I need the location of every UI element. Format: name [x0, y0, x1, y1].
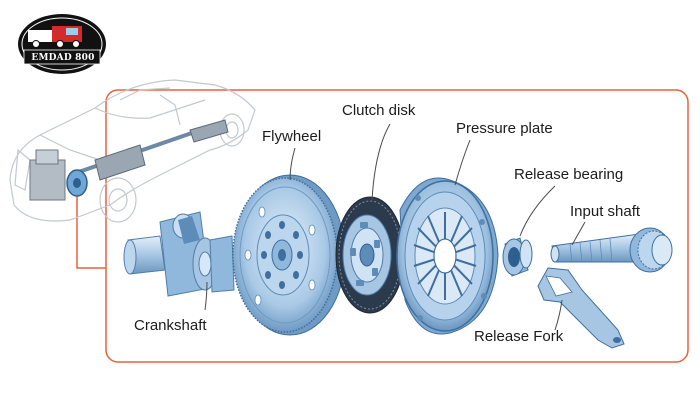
leader-input-shaft [571, 221, 586, 246]
frame-connector-line [76, 195, 106, 269]
label-release-bearing: Release bearing [514, 166, 624, 183]
flywheel [232, 174, 346, 336]
label-clutch-disk: Clutch disk [342, 102, 416, 119]
detail-frame [105, 89, 689, 363]
release-bearing [502, 237, 533, 277]
leader-pressure-plate [454, 139, 471, 186]
pressure-plate [396, 177, 499, 335]
label-release-fork: Release Fork [474, 328, 564, 345]
label-crankshaft: Crankshaft [134, 317, 207, 334]
leader-lines [204, 123, 586, 331]
clutch-disk [335, 196, 405, 314]
label-pressure-plate: Pressure plate [456, 120, 553, 137]
label-input-shaft: Input shaft [570, 203, 641, 220]
input-shaft [550, 227, 673, 273]
leader-release-fork [554, 299, 563, 331]
car-drivetrain [29, 119, 229, 201]
leader-clutch-disk [371, 123, 391, 201]
leader-flywheel [289, 147, 296, 181]
car-outline [9, 79, 256, 223]
leader-release-bearing [519, 185, 556, 237]
label-flywheel: Flywheel [262, 128, 322, 145]
logo-text: EMDAD 800 [31, 53, 95, 63]
crankshaft [123, 211, 235, 297]
logo-badge [18, 14, 106, 74]
leader-crankshaft [204, 281, 208, 311]
release-fork [537, 267, 625, 349]
